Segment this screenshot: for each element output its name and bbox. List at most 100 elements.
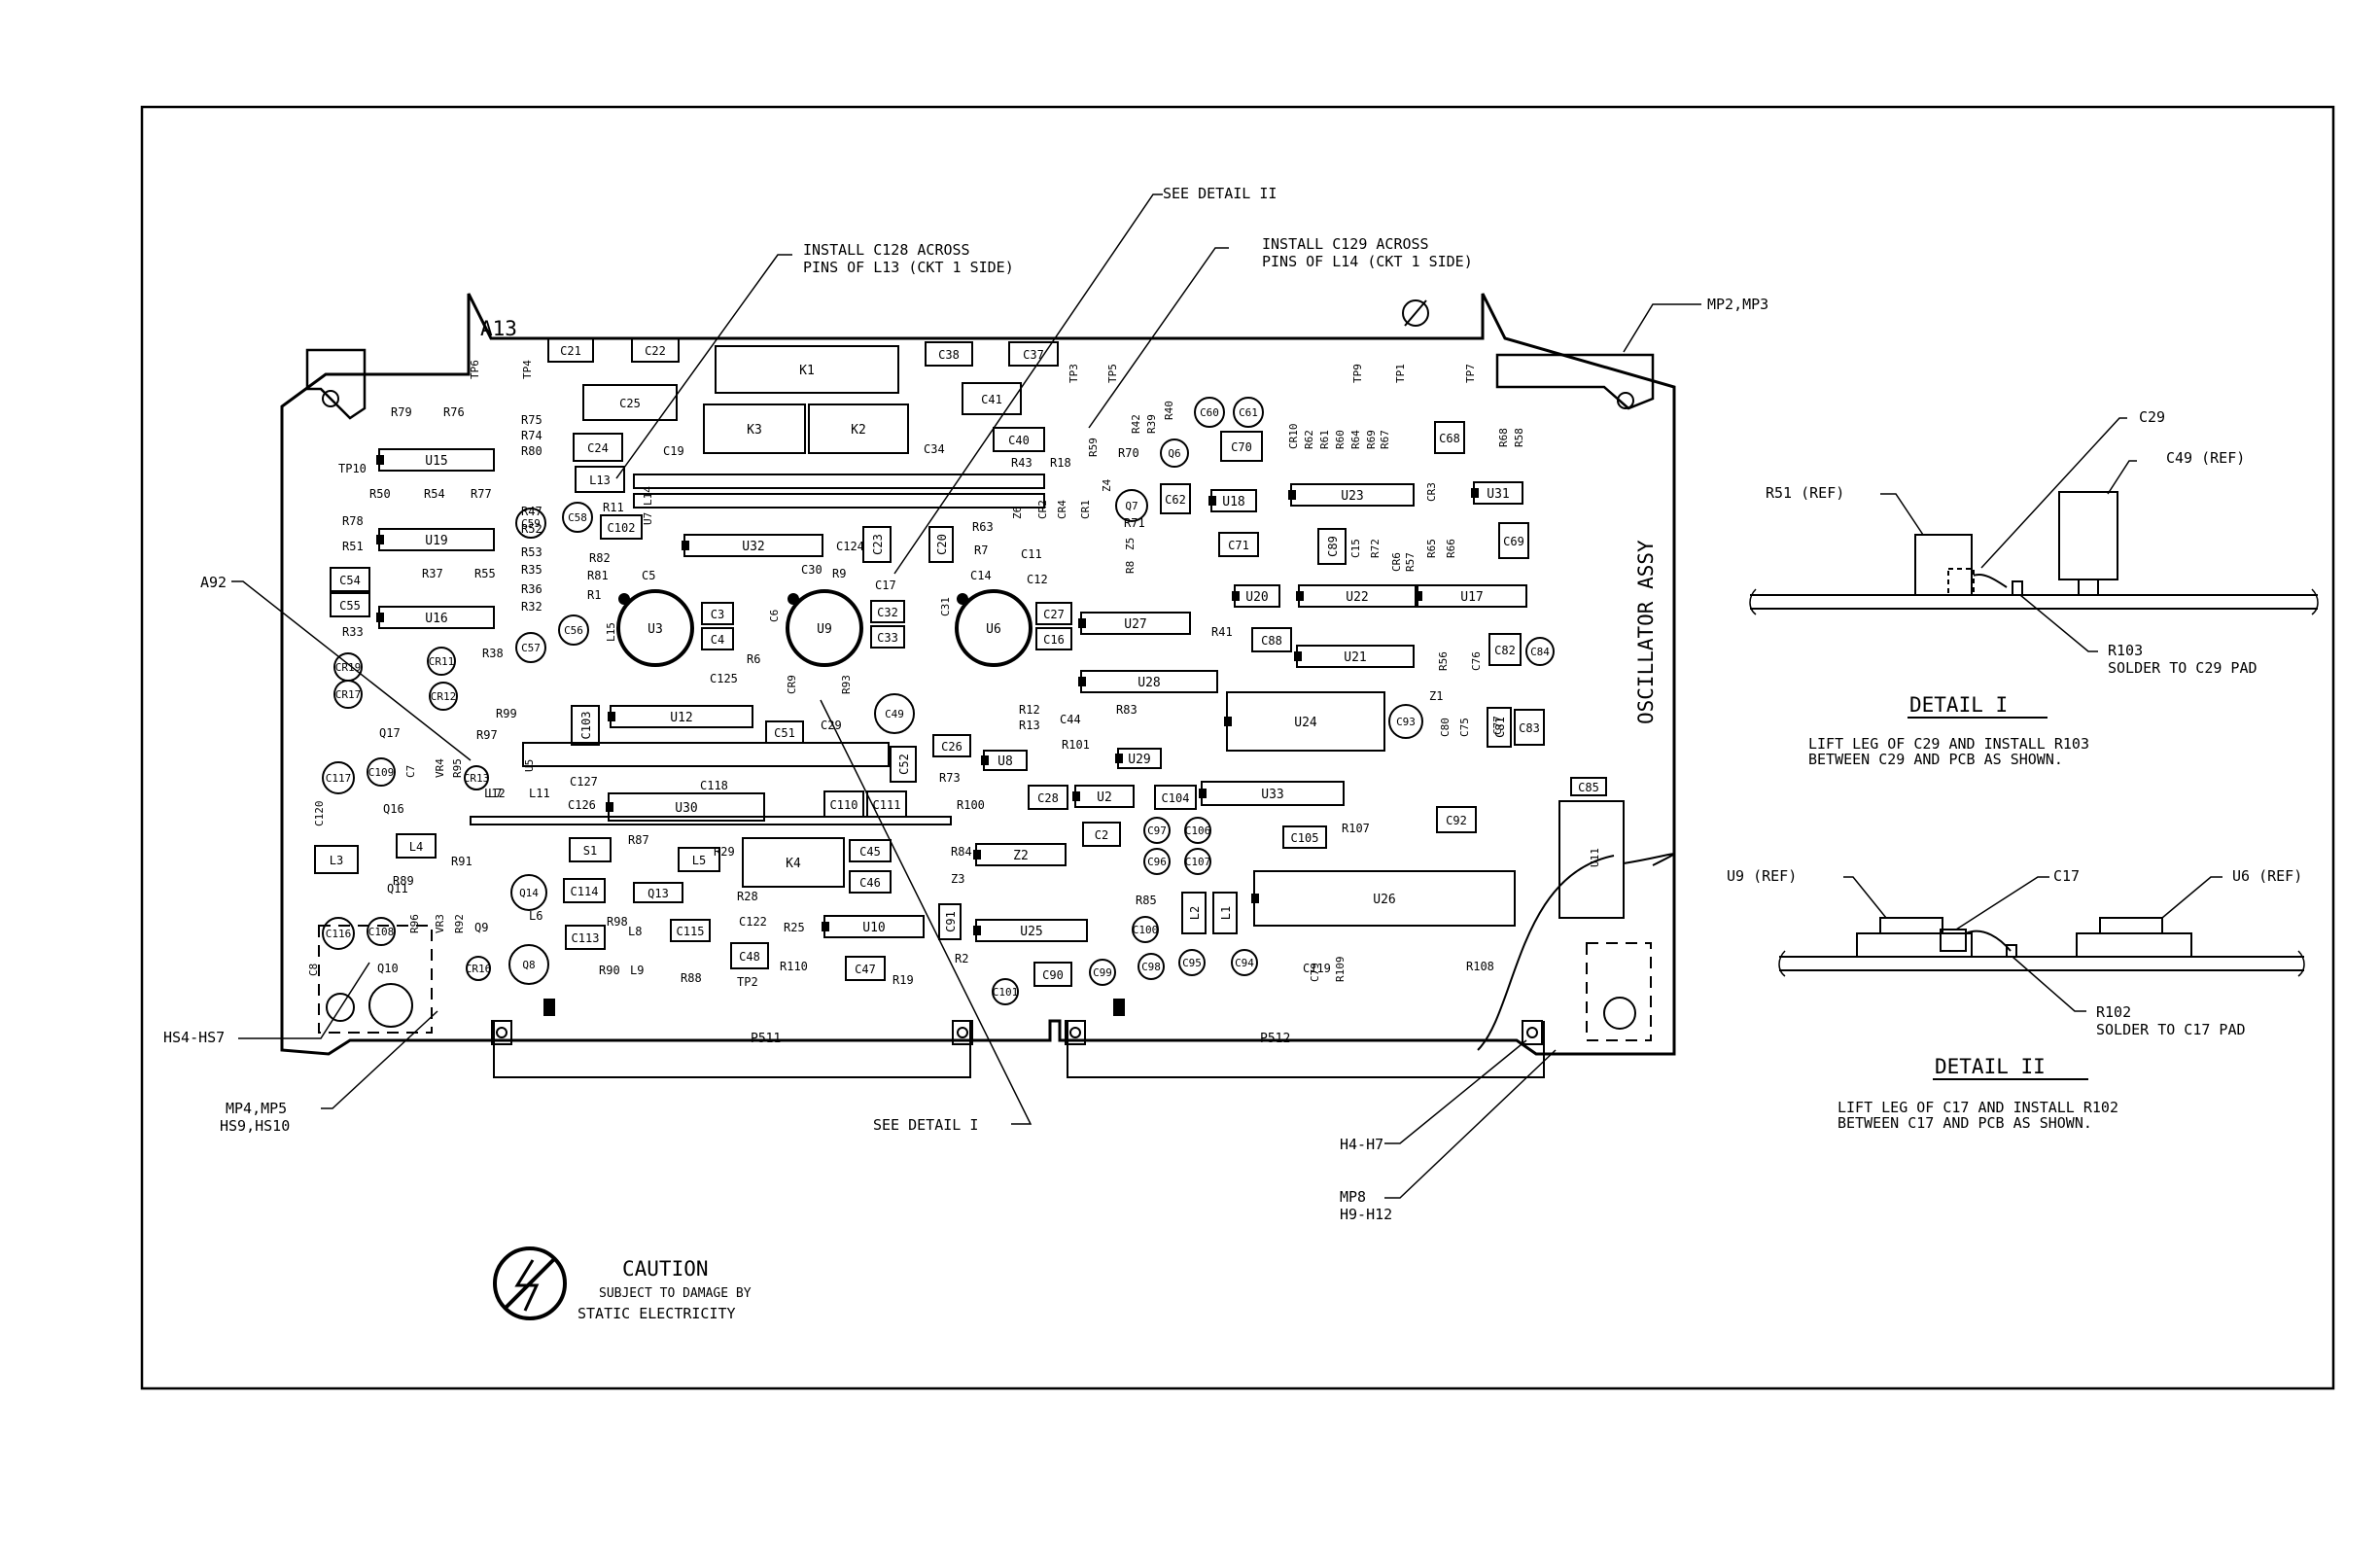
wire-l15 xyxy=(1623,853,1675,866)
callout-mp8: MP8 xyxy=(1340,1188,1366,1206)
part-c55-label: C55 xyxy=(339,599,361,613)
part-q6-label: Q6 xyxy=(1168,447,1180,460)
ic-u31-pin1 xyxy=(1471,488,1479,498)
ic-u24-pin1 xyxy=(1224,717,1232,726)
part-c45-body xyxy=(849,839,892,862)
ic-u30-label: U30 xyxy=(675,801,697,816)
label-r54: R54 xyxy=(424,487,445,501)
label-r38: R38 xyxy=(482,647,504,660)
part-c62-body xyxy=(1160,483,1191,514)
part-c102-body xyxy=(600,514,643,540)
leader-mp4-mp5 xyxy=(321,1010,438,1109)
part-s1-label: S1 xyxy=(583,844,597,858)
connector-p511: P511 xyxy=(751,1032,781,1046)
part-l4-label: L4 xyxy=(409,840,423,854)
part-c60-label: C60 xyxy=(1200,406,1219,419)
part-q7-body xyxy=(1115,489,1148,522)
part-c117-body xyxy=(322,761,355,794)
label-r79: R79 xyxy=(391,405,412,419)
part-c27-label: C27 xyxy=(1043,608,1065,621)
part-c93-label: C93 xyxy=(1396,716,1416,728)
part-c60-body xyxy=(1194,397,1225,428)
part-l5-body xyxy=(678,847,720,872)
label-z1: Z1 xyxy=(1429,689,1443,703)
label-r25: R25 xyxy=(784,921,805,934)
detail-2-u9-base xyxy=(1856,932,1973,958)
detail-2-u6-label: U6 (REF) xyxy=(2232,867,2302,885)
label-c44: C44 xyxy=(1060,713,1081,726)
vlabel-z4: Z4 xyxy=(1101,478,1113,492)
part-c58-body xyxy=(562,502,593,533)
leader-hs4-hs7 xyxy=(238,962,370,1039)
part-c83-body xyxy=(1514,709,1545,746)
label-r88: R88 xyxy=(681,971,702,985)
detail-1-r103-note: SOLDER TO C29 PAD xyxy=(2108,659,2258,677)
part-c68-body xyxy=(1434,421,1465,454)
part-c98-label: C98 xyxy=(1141,961,1161,973)
part-q7-label: Q7 xyxy=(1125,500,1138,512)
part-c96-body xyxy=(1143,848,1171,875)
ic-u10-pin1 xyxy=(822,922,829,931)
part-cr13-body xyxy=(464,765,489,790)
part-c54-label: C54 xyxy=(339,574,361,587)
vlabel-c80: C80 xyxy=(1439,718,1452,737)
ic-u22-label: U22 xyxy=(1346,590,1368,605)
part-c104-body xyxy=(1154,785,1197,810)
vlabel-c7: C7 xyxy=(404,765,417,778)
part-c103-body xyxy=(571,705,600,746)
label-r29: R29 xyxy=(714,845,735,859)
part-c97-body xyxy=(1143,817,1171,844)
part-q14-label: Q14 xyxy=(519,887,539,899)
part-c91-body xyxy=(938,903,962,940)
vlabel-cr4: CR4 xyxy=(1056,500,1068,519)
leader-lines xyxy=(231,193,1701,1199)
label-tp10: TP10 xyxy=(338,462,367,475)
caution-line2: STATIC ELECTRICITY xyxy=(578,1305,736,1322)
label-r90: R90 xyxy=(599,964,620,977)
label-r81: R81 xyxy=(587,569,609,582)
part-c108-label: C108 xyxy=(368,926,395,938)
ic-u18-label: U18 xyxy=(1222,495,1244,509)
label-c30: C30 xyxy=(801,563,822,577)
inductor-l15-box xyxy=(1558,800,1625,919)
label-r53: R53 xyxy=(521,545,542,559)
part-c33-body xyxy=(870,625,905,649)
label-r37: R37 xyxy=(422,567,443,580)
label-r100: R100 xyxy=(957,798,985,812)
part-q14-body xyxy=(510,874,547,911)
label-c125: C125 xyxy=(710,672,738,685)
part-c37-label: C37 xyxy=(1023,348,1044,362)
detail-1-pcb xyxy=(1750,594,2318,610)
caution-line1: SUBJECT TO DAMAGE BY xyxy=(599,1286,752,1301)
part-cr12-body xyxy=(429,682,458,711)
label-r35: R35 xyxy=(521,563,542,577)
ic-u29-label: U29 xyxy=(1128,753,1150,767)
vlabel-r109: R109 xyxy=(1334,957,1347,983)
detail-2-u6-base xyxy=(2076,932,2192,958)
vlabel-r96: R96 xyxy=(408,914,421,933)
label-r98: R98 xyxy=(607,915,628,929)
label-r85: R85 xyxy=(1136,894,1157,907)
label-c14: C14 xyxy=(970,569,992,582)
part-c114-body xyxy=(563,878,606,903)
label-l7: L7 xyxy=(488,787,502,800)
detail-1-c49-label: C49 (REF) xyxy=(2166,449,2245,467)
label-r87: R87 xyxy=(628,833,649,847)
part-c106-label: C106 xyxy=(1185,825,1211,837)
ic-u21-label: U21 xyxy=(1344,650,1366,665)
part-c95-body xyxy=(1178,949,1206,976)
vlabel-r62: R62 xyxy=(1303,430,1315,449)
detail-2-u9-top xyxy=(1879,917,1943,934)
label-r71: R71 xyxy=(1124,516,1145,530)
ic-u17-pin1 xyxy=(1415,591,1422,601)
callout-mp2-mp3: MP2,MP3 xyxy=(1707,296,1768,313)
detail-1-title: DETAIL I xyxy=(1909,693,2008,717)
ic-u27-label: U27 xyxy=(1124,617,1146,632)
vlabel-l15: L15 xyxy=(605,622,617,642)
part-c102-label: C102 xyxy=(608,521,636,535)
label-c124: C124 xyxy=(836,540,864,553)
part-c21-label: C21 xyxy=(560,344,581,358)
vlabel-c6: C6 xyxy=(768,610,781,622)
part-c88-label: C88 xyxy=(1261,634,1282,648)
label-r110: R110 xyxy=(780,960,808,973)
